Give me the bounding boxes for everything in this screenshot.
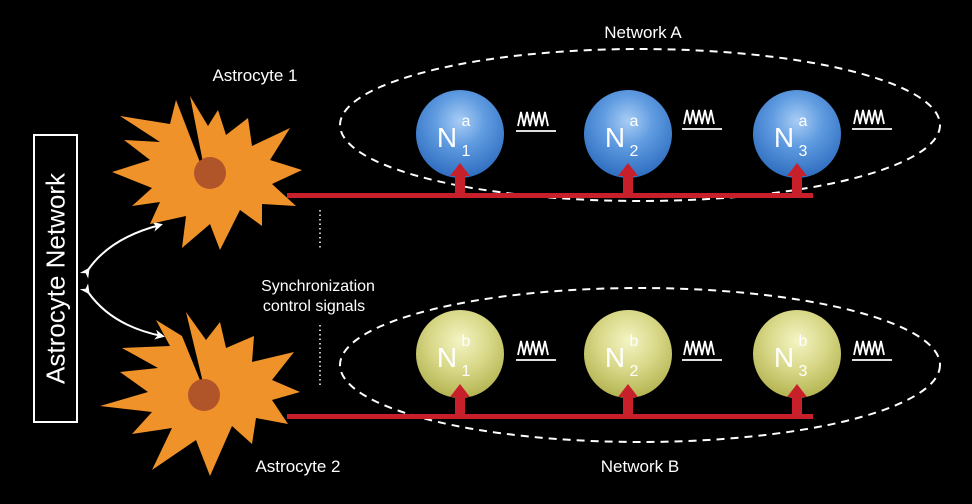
- neuron-a2: N a 2: [584, 90, 672, 193]
- spike-train-icon: [516, 111, 556, 132]
- neuron-b3-sup: b: [799, 333, 808, 350]
- spike-train-icon: [682, 340, 722, 361]
- neuron-a1-label: N: [437, 122, 457, 153]
- neuron-a3: N a 3: [753, 90, 841, 193]
- neuron-a1-sub: 1: [462, 143, 471, 160]
- neuron-a1-sup: a: [462, 113, 471, 130]
- neuron-b2: N b 2: [584, 310, 672, 414]
- network-a-ellipse: [339, 48, 941, 202]
- sync-label-line-2: control signals: [263, 298, 365, 315]
- astrocyte-network-box: Astrocyte Network: [33, 134, 78, 423]
- neuron-b3: N b 3: [753, 310, 841, 414]
- neuron-b2-sup: b: [630, 333, 639, 350]
- spike-train-icon: [516, 340, 556, 361]
- neuron-a3-label: N: [774, 122, 794, 153]
- spike-train-icon: [852, 109, 892, 130]
- signal-line-a: [287, 193, 813, 198]
- up-arrow-icon: [618, 384, 638, 414]
- neuron-b1: N b 1: [416, 310, 504, 414]
- astrocyte-1-cell: [112, 96, 302, 250]
- neuron-a1: N a 1: [416, 90, 504, 193]
- neuron-b3-sub: 3: [799, 363, 808, 380]
- neuron-b2-sub: 2: [630, 363, 639, 380]
- neuron-b1-label: N: [437, 342, 457, 373]
- double-arrow-icon: [79, 283, 165, 340]
- neuron-b1-sub: 1: [462, 363, 471, 380]
- astrocyte-2-label: Astrocyte 2: [255, 457, 340, 476]
- neuron-a3-sup: a: [799, 113, 808, 130]
- network-a-label: Network A: [604, 23, 682, 42]
- spike-train-icon: [682, 109, 722, 130]
- signal-line-b: [287, 414, 813, 419]
- neuron-a2-sub: 2: [630, 143, 639, 160]
- neuron-b1-sup: b: [462, 333, 471, 350]
- astrocyte-network-label: Astrocyte Network: [41, 172, 71, 384]
- neuron-a3-sub: 3: [799, 143, 808, 160]
- network-b-ellipse: [339, 287, 941, 443]
- spike-train-icon: [852, 340, 892, 361]
- up-arrow-icon: [787, 384, 807, 414]
- up-arrow-icon: [787, 163, 807, 193]
- double-arrow-icon: [79, 221, 163, 279]
- network-b-label: Network B: [601, 457, 679, 476]
- neuron-a2-sup: a: [630, 113, 639, 130]
- up-arrow-icon: [450, 384, 470, 414]
- astrocyte-2-cell: [100, 312, 300, 476]
- up-arrow-icon: [450, 163, 470, 193]
- up-arrow-icon: [618, 163, 638, 193]
- sync-label-line-1: Synchronization: [261, 278, 375, 295]
- neuron-b2-label: N: [605, 342, 625, 373]
- neuron-a2-label: N: [605, 122, 625, 153]
- neuron-b3-label: N: [774, 342, 794, 373]
- astrocyte-1-label: Astrocyte 1: [212, 66, 297, 85]
